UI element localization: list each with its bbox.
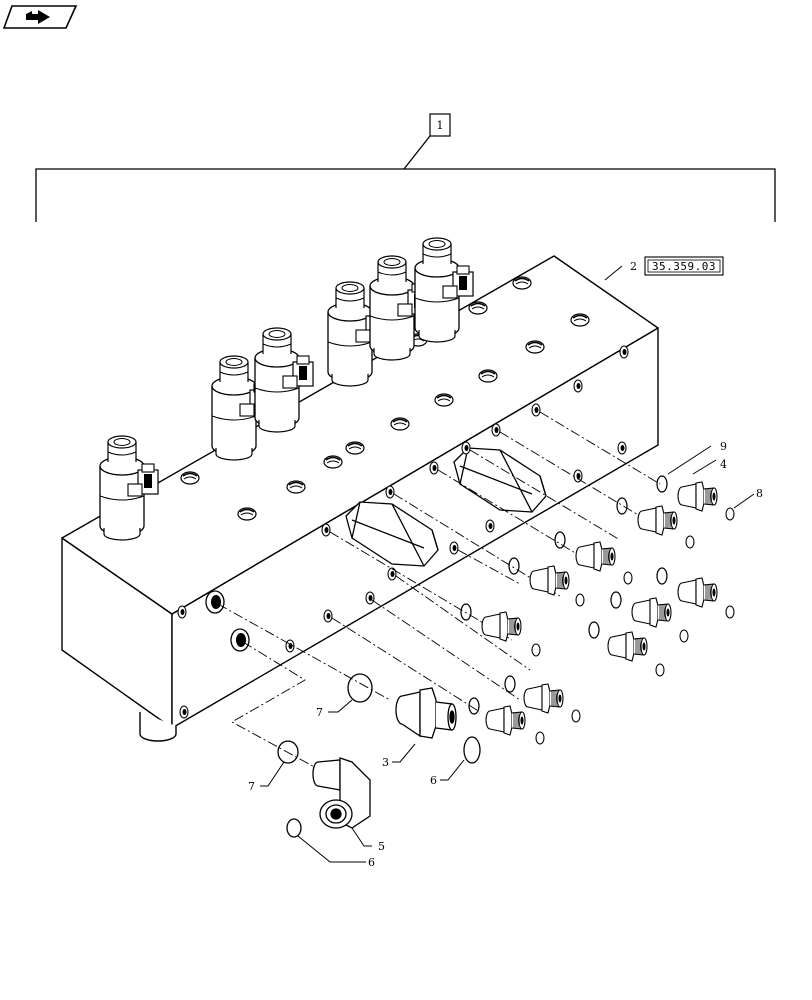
leader-lines xyxy=(260,445,755,863)
next-arrow-icon xyxy=(26,10,50,24)
fitting-f xyxy=(607,631,648,662)
callout-2-label: 2 xyxy=(630,260,637,273)
callout-9-label: 9 xyxy=(720,440,727,453)
callout-7-label-lower: 7 xyxy=(248,780,255,793)
next-page-button[interactable] xyxy=(2,5,78,29)
fitting-h xyxy=(523,683,564,714)
hex-cartridge-1 xyxy=(345,501,439,567)
callout-4-label: 4 xyxy=(720,458,727,471)
callout-7-label-upper: 7 xyxy=(316,706,323,719)
assembly-callout-box: 1 xyxy=(429,113,451,137)
reference-callout-box: 35.359.03 xyxy=(644,256,724,276)
leader-2 xyxy=(604,265,623,281)
fitting-item-4 xyxy=(677,481,718,512)
fitting-b xyxy=(575,541,616,572)
callout-3-label: 3 xyxy=(382,756,389,769)
reference-callout-label: 35.359.03 xyxy=(652,260,716,273)
fitting-a xyxy=(637,505,678,536)
callout-6-label-lower: 6 xyxy=(368,856,375,869)
callout-6-label-upper: 6 xyxy=(430,774,437,787)
callout-8-label: 8 xyxy=(756,487,763,500)
fitting-d xyxy=(529,565,570,596)
fitting-i xyxy=(485,705,526,736)
assembly-bracket xyxy=(35,135,776,222)
fitting-e xyxy=(631,597,672,628)
fitting-c xyxy=(677,577,718,608)
large-fitting-item-3 xyxy=(395,687,457,739)
callout-5-label: 5 xyxy=(378,840,385,853)
o-rings xyxy=(277,475,735,838)
callout-1-label: 1 xyxy=(437,119,444,132)
elbow-fitting-item-5 xyxy=(312,757,371,829)
fitting-g xyxy=(481,611,522,642)
